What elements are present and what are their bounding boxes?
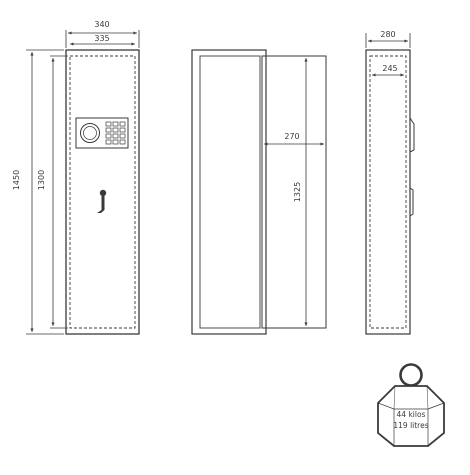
cabinet-interior bbox=[199, 55, 261, 329]
side-inner-frame bbox=[369, 55, 407, 329]
front-outer-frame bbox=[65, 49, 140, 335]
inner-height-label: 1300 bbox=[37, 170, 46, 190]
side-dimensions bbox=[365, 33, 411, 77]
total-height-label: 1450 bbox=[12, 170, 21, 190]
door-height-label: 1325 bbox=[293, 182, 302, 202]
outer-width-label: 340 bbox=[94, 20, 109, 29]
outer-depth-label: 280 bbox=[380, 30, 395, 39]
door-panel bbox=[261, 55, 327, 329]
cabinet-body bbox=[191, 49, 267, 335]
side-view bbox=[365, 49, 415, 335]
inner-width-label: 335 bbox=[94, 34, 109, 43]
front-view bbox=[65, 49, 140, 335]
inner-depth-label: 245 bbox=[382, 64, 397, 73]
keypad-icon bbox=[75, 117, 129, 149]
open-door-view bbox=[191, 49, 327, 335]
volume-value: 119 litres bbox=[393, 421, 428, 430]
weight-icon bbox=[377, 363, 445, 447]
front-dimensions bbox=[26, 30, 140, 335]
handle-icon bbox=[97, 189, 107, 213]
side-handle-profile bbox=[409, 187, 414, 217]
door-depth-label: 270 bbox=[284, 132, 299, 141]
side-keypad-profile bbox=[409, 117, 415, 153]
door-dimensions bbox=[264, 58, 324, 326]
weight-value: 44 kilos bbox=[397, 410, 426, 419]
front-door-seam bbox=[69, 55, 136, 329]
side-outer-frame bbox=[365, 49, 411, 335]
